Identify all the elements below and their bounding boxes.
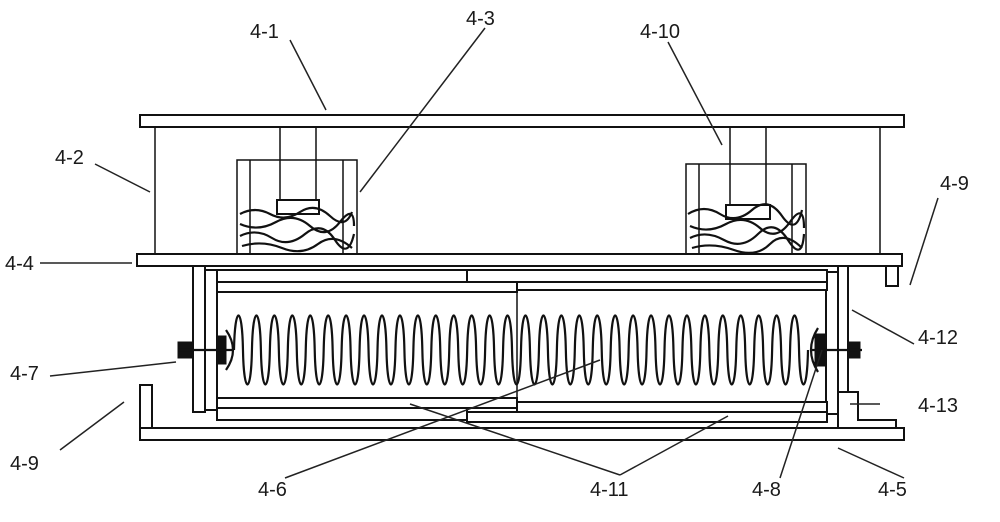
label-4-9-top: 4-9 bbox=[940, 173, 969, 195]
label-4-7: 4-7 bbox=[10, 363, 39, 385]
left-bolt bbox=[177, 329, 235, 371]
top-plate bbox=[139, 114, 905, 128]
label-4-12: 4-12 bbox=[918, 327, 958, 349]
part-labels: 4-1 4-2 4-3 4-4 4-5 4-6 4-7 4-8 4-9 4-9 … bbox=[5, 8, 969, 501]
right-lower-bracket bbox=[837, 391, 897, 429]
label-4-4: 4-4 bbox=[5, 253, 34, 275]
label-4-13: 4-13 bbox=[918, 395, 958, 417]
right-bracket bbox=[885, 265, 899, 287]
top-rail-left bbox=[216, 269, 468, 283]
top-rail-right bbox=[466, 269, 828, 283]
label-4-6: 4-6 bbox=[258, 479, 287, 501]
label-4-1: 4-1 bbox=[250, 21, 279, 43]
bottom-plate bbox=[139, 427, 905, 441]
spring-housing bbox=[192, 265, 849, 423]
middle-plate bbox=[136, 253, 903, 267]
housing-left-wall bbox=[192, 265, 206, 413]
bottom-rail-right bbox=[466, 411, 828, 423]
label-4-9-bottom: 4-9 bbox=[10, 453, 39, 475]
label-4-10: 4-10 bbox=[640, 21, 680, 43]
label-4-8: 4-8 bbox=[752, 479, 781, 501]
right-damper bbox=[685, 127, 807, 255]
leader-lines bbox=[40, 27, 939, 479]
label-4-11: 4-11 bbox=[590, 479, 629, 501]
coil-spring bbox=[232, 314, 810, 386]
left-bracket bbox=[139, 384, 153, 429]
label-4-5: 4-5 bbox=[878, 479, 907, 501]
label-4-3: 4-3 bbox=[466, 8, 495, 30]
label-4-2: 4-2 bbox=[55, 147, 84, 169]
bottom-rail-left bbox=[216, 397, 518, 409]
left-damper bbox=[236, 127, 358, 255]
